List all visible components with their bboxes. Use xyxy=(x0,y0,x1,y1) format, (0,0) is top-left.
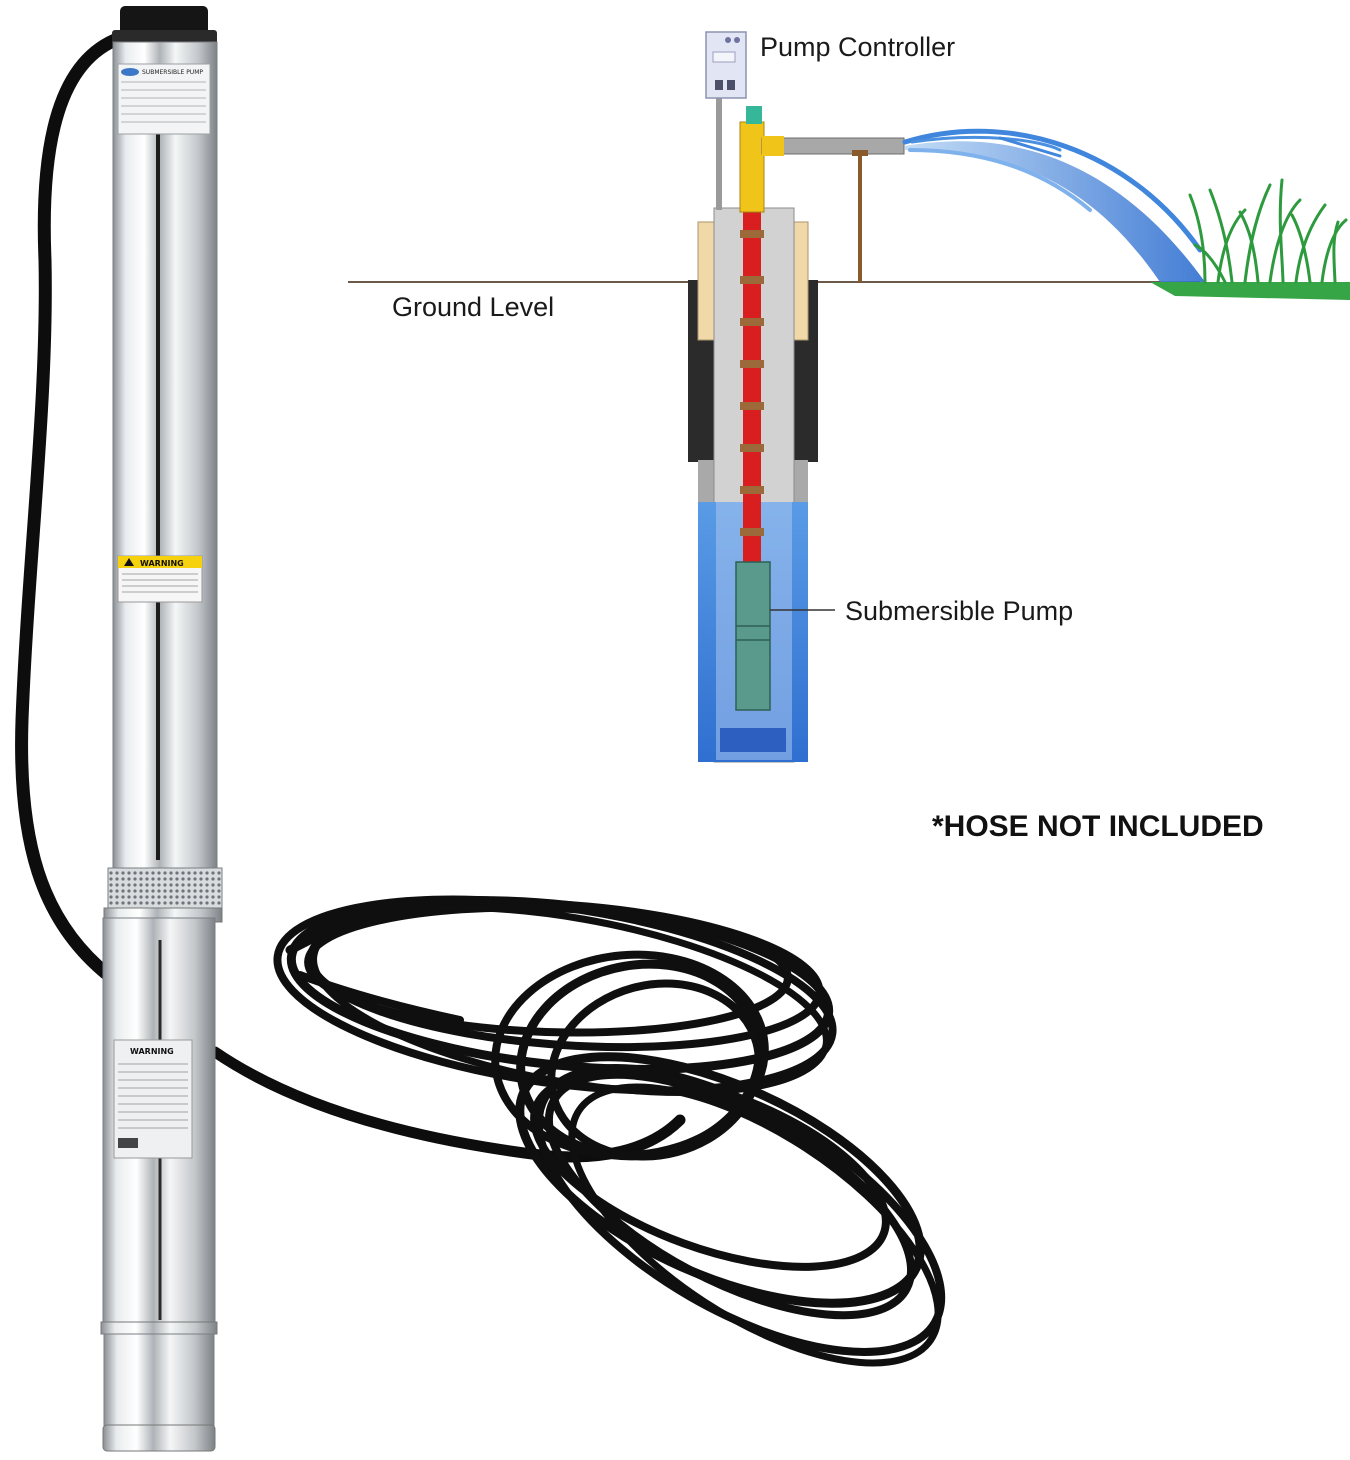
nameplate: SUBMERSIBLE PUMP xyxy=(117,63,211,135)
submersible-pump-body xyxy=(735,561,771,711)
warning-label-text: WARNING xyxy=(140,559,184,568)
nameplate-title: SUBMERSIBLE PUMP xyxy=(142,69,203,76)
hose-not-included-note: *HOSE NOT INCLUDED xyxy=(932,810,1264,843)
ground-level-label: Ground Level xyxy=(392,292,554,322)
pump-controller-box xyxy=(705,31,747,99)
cable-coil xyxy=(273,895,946,1367)
water-spray xyxy=(902,128,1205,282)
riser-pipe xyxy=(743,206,761,562)
pipe-couplings xyxy=(740,230,764,536)
submersible-pump-photo: SUBMERSIBLE PUMP WARNING WARNI xyxy=(100,6,223,1452)
lower-warning-label: WARNING xyxy=(113,1039,193,1159)
grass xyxy=(1150,178,1350,300)
power-cable xyxy=(15,31,686,1163)
well-cap-pipe xyxy=(739,121,765,213)
warning-label: WARNING xyxy=(117,555,203,603)
pump-controller-label: Pump Controller xyxy=(760,32,955,62)
well-diagram: Pump Controller Ground Level Submersible… xyxy=(348,31,1350,763)
lower-warning-label-text: WARNING xyxy=(130,1047,174,1056)
submersible-pump-label: Submersible Pump xyxy=(845,596,1073,626)
